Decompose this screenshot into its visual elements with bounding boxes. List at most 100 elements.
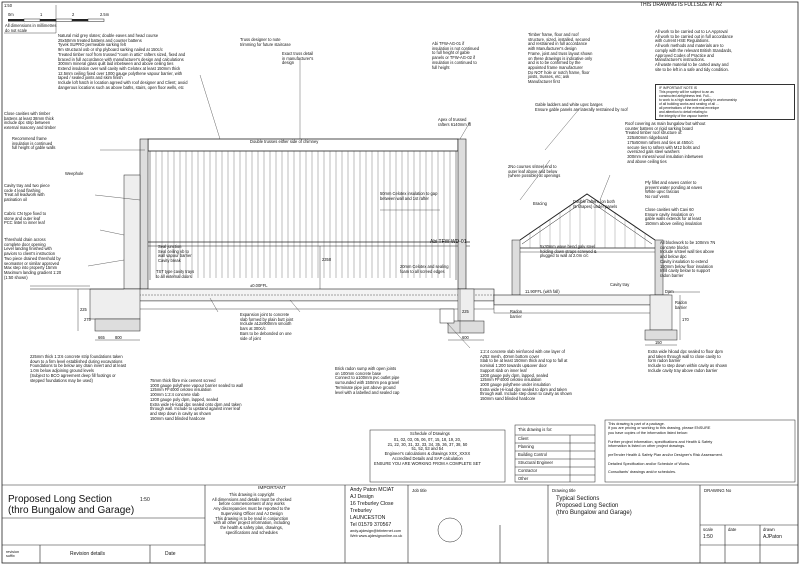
schedule-body: 01, 02, 03, 05, 06, 07, 15, 18, 19, 20, … xyxy=(374,437,481,466)
threshold-note: Threshold drain across complete door ope… xyxy=(4,237,62,280)
scale-tick-2: 2 xyxy=(72,12,75,17)
issued-for-building-control: Building Control xyxy=(518,452,547,457)
job-title-label: Job title xyxy=(412,488,427,493)
apex-note: Apex of trussed rafters 6140mm ffl xyxy=(438,117,471,127)
dpm-label: Dpm xyxy=(665,289,674,294)
celotex-20-note: 20mm Celotex and sealing foam to all scr… xyxy=(400,264,449,274)
title-block-grid xyxy=(2,484,798,563)
gable-ladders-note: Gable ladders and white upvc barges Ensu… xyxy=(535,102,628,112)
double-rafters-note: Double rafters (on both (5 shapes) under… xyxy=(573,199,618,209)
firm-address-2: Treburley xyxy=(350,508,372,514)
celotex-50-note: 50mm Celotex insulation to gap between w… xyxy=(380,191,438,201)
revision-date-label: Date xyxy=(165,551,176,557)
dim-275: 275 xyxy=(84,317,91,322)
scale-tick-3: 2.5m xyxy=(100,12,110,17)
drawing-title-label: Drawing title xyxy=(552,488,576,493)
issued-for-contractor: Contractor xyxy=(518,468,538,473)
mid-foundation xyxy=(447,288,485,334)
exact-truss-note: Exact truss detail in manufacturer's des… xyxy=(282,51,314,66)
ffl-left: ±0.00FFL xyxy=(250,283,268,288)
dim-665: 665 xyxy=(98,335,105,340)
dim-170: 170 xyxy=(682,317,689,322)
dim-2350: 2350 xyxy=(322,257,332,262)
page-subtitle: (thro Bungalow and Garage) xyxy=(8,505,135,516)
cavity-tray-note: Cavity tray and two piece code 4 lead fl… xyxy=(4,183,50,203)
date-field-label: date xyxy=(728,527,737,532)
dim-225-left: 225 xyxy=(80,307,87,312)
truss-designer-note: Truss designer to note trimming for futu… xyxy=(240,37,291,47)
important-body: This drawing is copyright All dimensions… xyxy=(212,492,292,535)
double-trusses-note: Double trusses either side of chimney xyxy=(250,139,319,144)
roof-spec-note: Natural mid grey slates; double eaves an… xyxy=(58,33,188,90)
garage xyxy=(439,193,700,341)
floor-spec-note: 75mm thick fibre mix cement screed 1000 … xyxy=(150,378,244,421)
weephole-note: Weephole xyxy=(65,171,84,176)
issued-for-client: Client xyxy=(518,436,529,441)
firm-address-3: LAUNCESTON xyxy=(350,515,386,521)
brick-radon-note: Brick radon sump with open joints on 100… xyxy=(335,366,400,395)
dim-225-mid: 225 xyxy=(462,309,469,314)
general-note: All work to be carried out to LA Approva… xyxy=(655,29,734,72)
drawn-field-value: AJPaton xyxy=(763,534,782,540)
slab-spec-note: 1:2:4 concrete slab reinforced with one … xyxy=(480,349,572,402)
scale-tick-0: 0m xyxy=(8,12,14,17)
dim-150: 150 xyxy=(655,340,662,345)
main-roof xyxy=(123,138,495,310)
page-title-scale: 1:50 xyxy=(140,497,150,503)
important-title: IMPORTANT xyxy=(258,486,286,491)
cavity-tray-right: Cavity tray xyxy=(610,282,630,287)
left-foundation xyxy=(30,285,141,332)
revision-details-label: Revision details xyxy=(70,551,106,557)
dim-800: 800 xyxy=(115,335,122,340)
blockwork-note: All blockwork to be 100mm 7N concrete bl… xyxy=(660,240,716,278)
drawn-field-label: drawn xyxy=(763,527,775,532)
issued-for-structural: Structural Engineer xyxy=(518,460,554,465)
ply-fillet-note: Ply fillet and eaves carrier to prevent … xyxy=(645,180,703,200)
package-note: This drawing is part of a package. If yo… xyxy=(608,422,723,475)
radon-barrier-mid: Radon barrier xyxy=(510,309,523,319)
radon-barrier-right: Radon barrier xyxy=(675,300,688,310)
firm-company: AJ Design xyxy=(350,494,374,500)
recommend-note: Recommend frame insulation is continued … xyxy=(12,136,56,151)
important-note: IF IMPORTANT NOTE IS This property will … xyxy=(659,86,738,118)
seal-junction-note: Seal junction Seal ceiling vb to wall va… xyxy=(158,244,192,264)
firm-name: Andy Paton MCIAT xyxy=(350,487,395,493)
close-cavities-note: Close cavities with timber battens at le… xyxy=(4,111,56,131)
firm-address-1: 16 Treburley Close xyxy=(350,501,394,507)
two-courses-note: 2No courses s/steel end to outer leaf ab… xyxy=(508,164,561,179)
firm-tel: Tel 01579 370567 xyxy=(350,522,392,528)
schedule-title: Schedule of Drawings xyxy=(410,431,450,436)
ffl-right: 11.90FFL (with fall) xyxy=(525,289,560,294)
scale-bar xyxy=(8,18,105,22)
fullsize-note: THIS DRAWING IS FULLSIZE AT A2 xyxy=(640,2,722,8)
firm-web[interactable]: Web www.ajdesignonline.co.uk xyxy=(350,534,403,538)
scale-label: 1:50 xyxy=(4,3,12,8)
hiload-right-note: Extra wide hiload dpc sealed to floor dp… xyxy=(648,349,728,373)
dim-600: 600 xyxy=(462,335,469,340)
dimensions xyxy=(77,246,681,346)
lintel-note: 5x30mm wave bend galv steel holding down… xyxy=(540,244,597,259)
page-title: Proposed Long Section xyxy=(8,494,112,505)
expansion-note: Expansion joint to concrete slab formed … xyxy=(240,312,294,341)
important-note-box: IF IMPORTANT NOTE IS This property will … xyxy=(655,84,795,120)
cabric-note: Cabric CN type fixed to stone and outer … xyxy=(4,211,47,226)
issued-for-title: This drawing is for: xyxy=(518,427,553,432)
strip-foundations-note: 225mm thick 1:3:6 concrete strip foundat… xyxy=(30,354,127,383)
firm-email[interactable]: andy.ajdesign@btinternet.com xyxy=(350,529,402,533)
scale-field-label: scale xyxy=(703,527,714,532)
revision-suffix-label: revision suffix xyxy=(6,550,20,559)
dims-note: All dimensions in millimetres do not sca… xyxy=(5,23,57,33)
scale-tick-1: 1 xyxy=(40,12,43,17)
timber-frame-note: Timber frame, floor and roof structure, … xyxy=(528,32,593,85)
close-cavities-2-note: Close cavities with Cavi 60 Ensure cavit… xyxy=(645,207,703,227)
roof-covering-note: Roof covering as main bungalow but witho… xyxy=(625,121,706,164)
issued-for-other: Other xyxy=(518,476,529,481)
leaders xyxy=(87,60,611,349)
abi-wd-note: Abi TFW-WD-01 xyxy=(430,239,467,245)
scale-field-value: 1:50 xyxy=(703,534,713,540)
abi-tfw-top-note: Abi TFW-AG-01 if insulation is not conti… xyxy=(432,41,480,70)
bracing-note: Bracing xyxy=(533,201,547,206)
drawing-no-label: DRAWING No xyxy=(704,488,732,493)
tst-note: TST type cavity trays to all external do… xyxy=(156,269,195,279)
